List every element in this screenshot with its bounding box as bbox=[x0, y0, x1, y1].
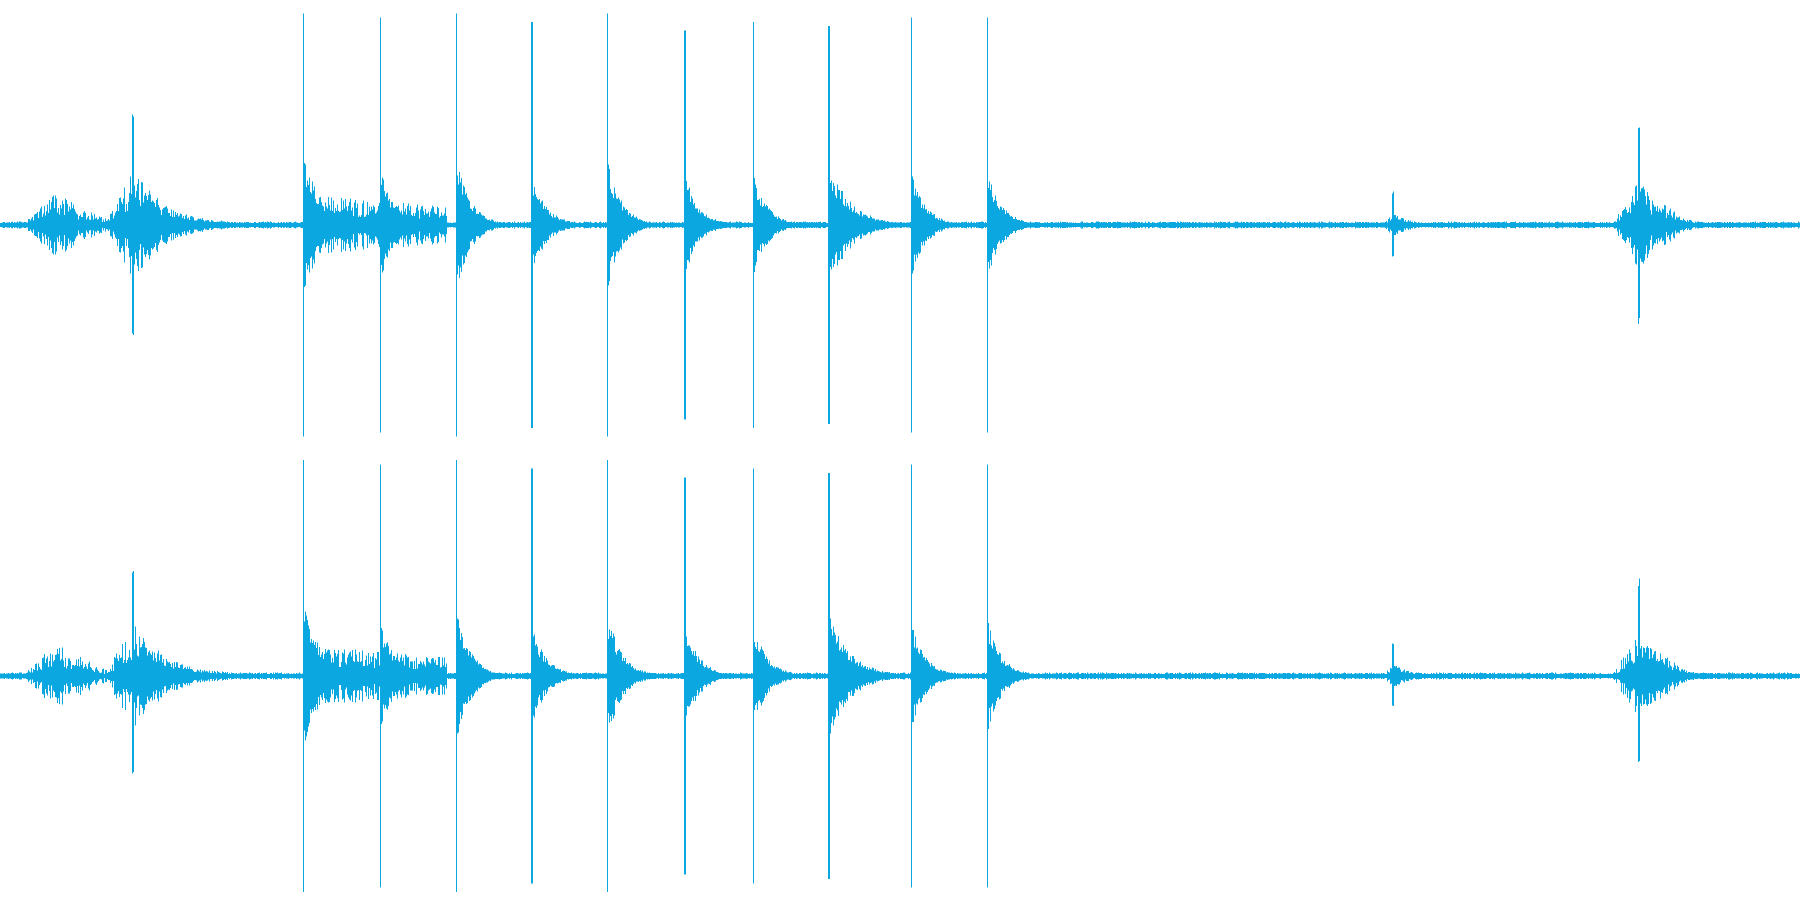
channel-left-waveform[interactable] bbox=[0, 13, 1800, 437]
channel-right-waveform[interactable] bbox=[0, 460, 1800, 892]
